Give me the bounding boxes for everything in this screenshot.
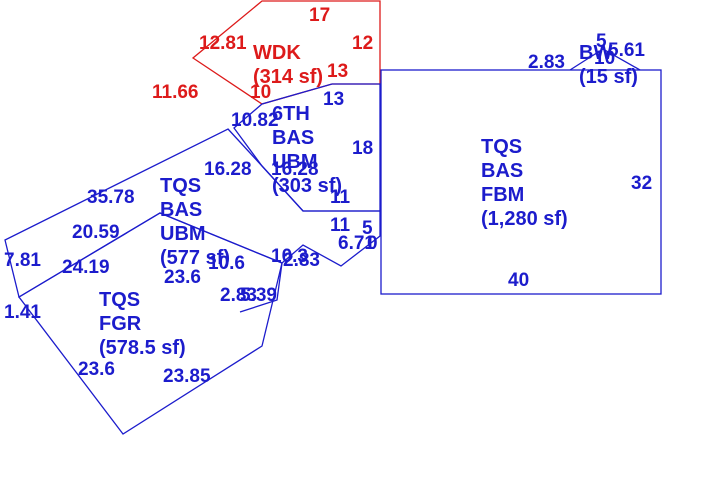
- dim-label: 24.19: [62, 257, 110, 278]
- area-label-line: (314 sf): [253, 66, 323, 88]
- area-label-line: BAS: [481, 160, 523, 182]
- dim-label: 11: [330, 215, 351, 236]
- dim-label: 12: [352, 33, 373, 54]
- dim-label: 2.83: [528, 52, 565, 73]
- dim-label: 2.83: [283, 250, 320, 271]
- area-label-line: BW: [579, 42, 612, 64]
- connector-outline: [239, 262, 283, 313]
- tqs-bas-fbm-outline: [380, 69, 662, 295]
- area-label-line: BAS: [272, 127, 314, 149]
- area-label-line: (578.5 sf): [99, 337, 186, 359]
- dim-label: 5: [596, 31, 607, 52]
- dim-label: 6.71: [338, 233, 375, 254]
- area-label-line: (577 sf): [160, 247, 230, 269]
- tqs-bas-ubm-outline: [4, 128, 381, 299]
- dim-label: 23.85: [163, 366, 211, 387]
- tqs-fgr-outline: [18, 212, 283, 435]
- dim-label: 23.6: [164, 267, 201, 288]
- area-label-line: UBM: [160, 223, 206, 245]
- dim-label: 7.81: [4, 250, 41, 271]
- bw-outline: [569, 48, 641, 71]
- dim-label: 32: [631, 173, 652, 194]
- dim-label: 10.82: [231, 110, 279, 131]
- area-label-line: (1,280 sf): [481, 208, 568, 230]
- dim-label: 18: [352, 138, 373, 159]
- dim-label: 23.6: [78, 359, 115, 380]
- dim-label: 10: [594, 48, 615, 69]
- area-label-wdk: WDK(314 sf): [253, 42, 323, 88]
- area-label-line: TQS: [99, 289, 140, 311]
- dim-label: 5.61: [608, 40, 645, 61]
- dim-label: 13: [323, 89, 344, 110]
- dim-label: 12.81: [199, 33, 247, 54]
- area-label-line: (303 sf): [272, 175, 342, 197]
- dim-label: 20.59: [72, 222, 120, 243]
- area-label-line: FGR: [99, 313, 142, 335]
- area-label-line: UBM: [272, 151, 318, 173]
- dim-label: 17: [309, 5, 330, 26]
- dim-label: 10.3: [271, 246, 308, 267]
- dim-label: 10: [250, 82, 271, 103]
- dim-label: 16.28: [204, 159, 252, 180]
- dim-label: 16.28: [271, 159, 319, 180]
- area-label-line: TQS: [481, 136, 522, 158]
- dim-label: 11.66: [152, 82, 199, 103]
- area-label-line: 6TH: [272, 103, 310, 125]
- dim-label: 35.78: [87, 187, 135, 208]
- area-label-line: WDK: [253, 42, 301, 64]
- dim-label: 5.39: [240, 285, 277, 306]
- dim-label: 11: [330, 187, 351, 208]
- dim-label: 5: [362, 218, 373, 239]
- area-label-bw: BW(15 sf): [579, 42, 638, 88]
- dim-label: 13: [327, 61, 348, 82]
- dim-label: 40: [508, 270, 529, 291]
- area-label-line: BAS: [160, 199, 202, 221]
- dim-label: 1.41: [4, 302, 41, 323]
- area-label-line: (15 sf): [579, 66, 638, 88]
- dim-label: 0: [367, 233, 378, 254]
- area-label-line: FBM: [481, 184, 524, 206]
- dim-label: 10.6: [208, 253, 245, 274]
- area-label-line: TQS: [160, 175, 201, 197]
- dim-label: 2.83: [220, 285, 257, 306]
